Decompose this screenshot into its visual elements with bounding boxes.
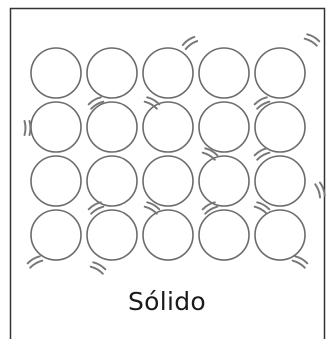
- vibration-mark: [254, 147, 269, 159]
- vibration-mark: [293, 255, 308, 267]
- particle: [199, 48, 249, 98]
- vibration-mark: [91, 261, 106, 273]
- particle: [255, 102, 305, 152]
- particle: [199, 156, 249, 206]
- particle: [255, 156, 305, 206]
- particle: [255, 210, 305, 260]
- particle: [143, 48, 193, 98]
- particle: [143, 156, 193, 206]
- particle: [143, 210, 193, 260]
- particle: [199, 210, 249, 260]
- state-label: Sólido: [0, 287, 334, 316]
- vibration-mark: [25, 121, 31, 135]
- particle: [255, 48, 305, 98]
- vibration-mark: [27, 255, 42, 267]
- particle: [87, 102, 137, 152]
- particle: [143, 102, 193, 152]
- particle: [87, 48, 137, 98]
- particle: [31, 48, 81, 98]
- particle: [31, 102, 81, 152]
- particle: [87, 156, 137, 206]
- particle: [199, 102, 249, 152]
- vibration-mark: [305, 33, 320, 45]
- vibration-mark: [182, 36, 197, 49]
- particle: [31, 156, 81, 206]
- particle: [31, 210, 81, 260]
- particle: [87, 210, 137, 260]
